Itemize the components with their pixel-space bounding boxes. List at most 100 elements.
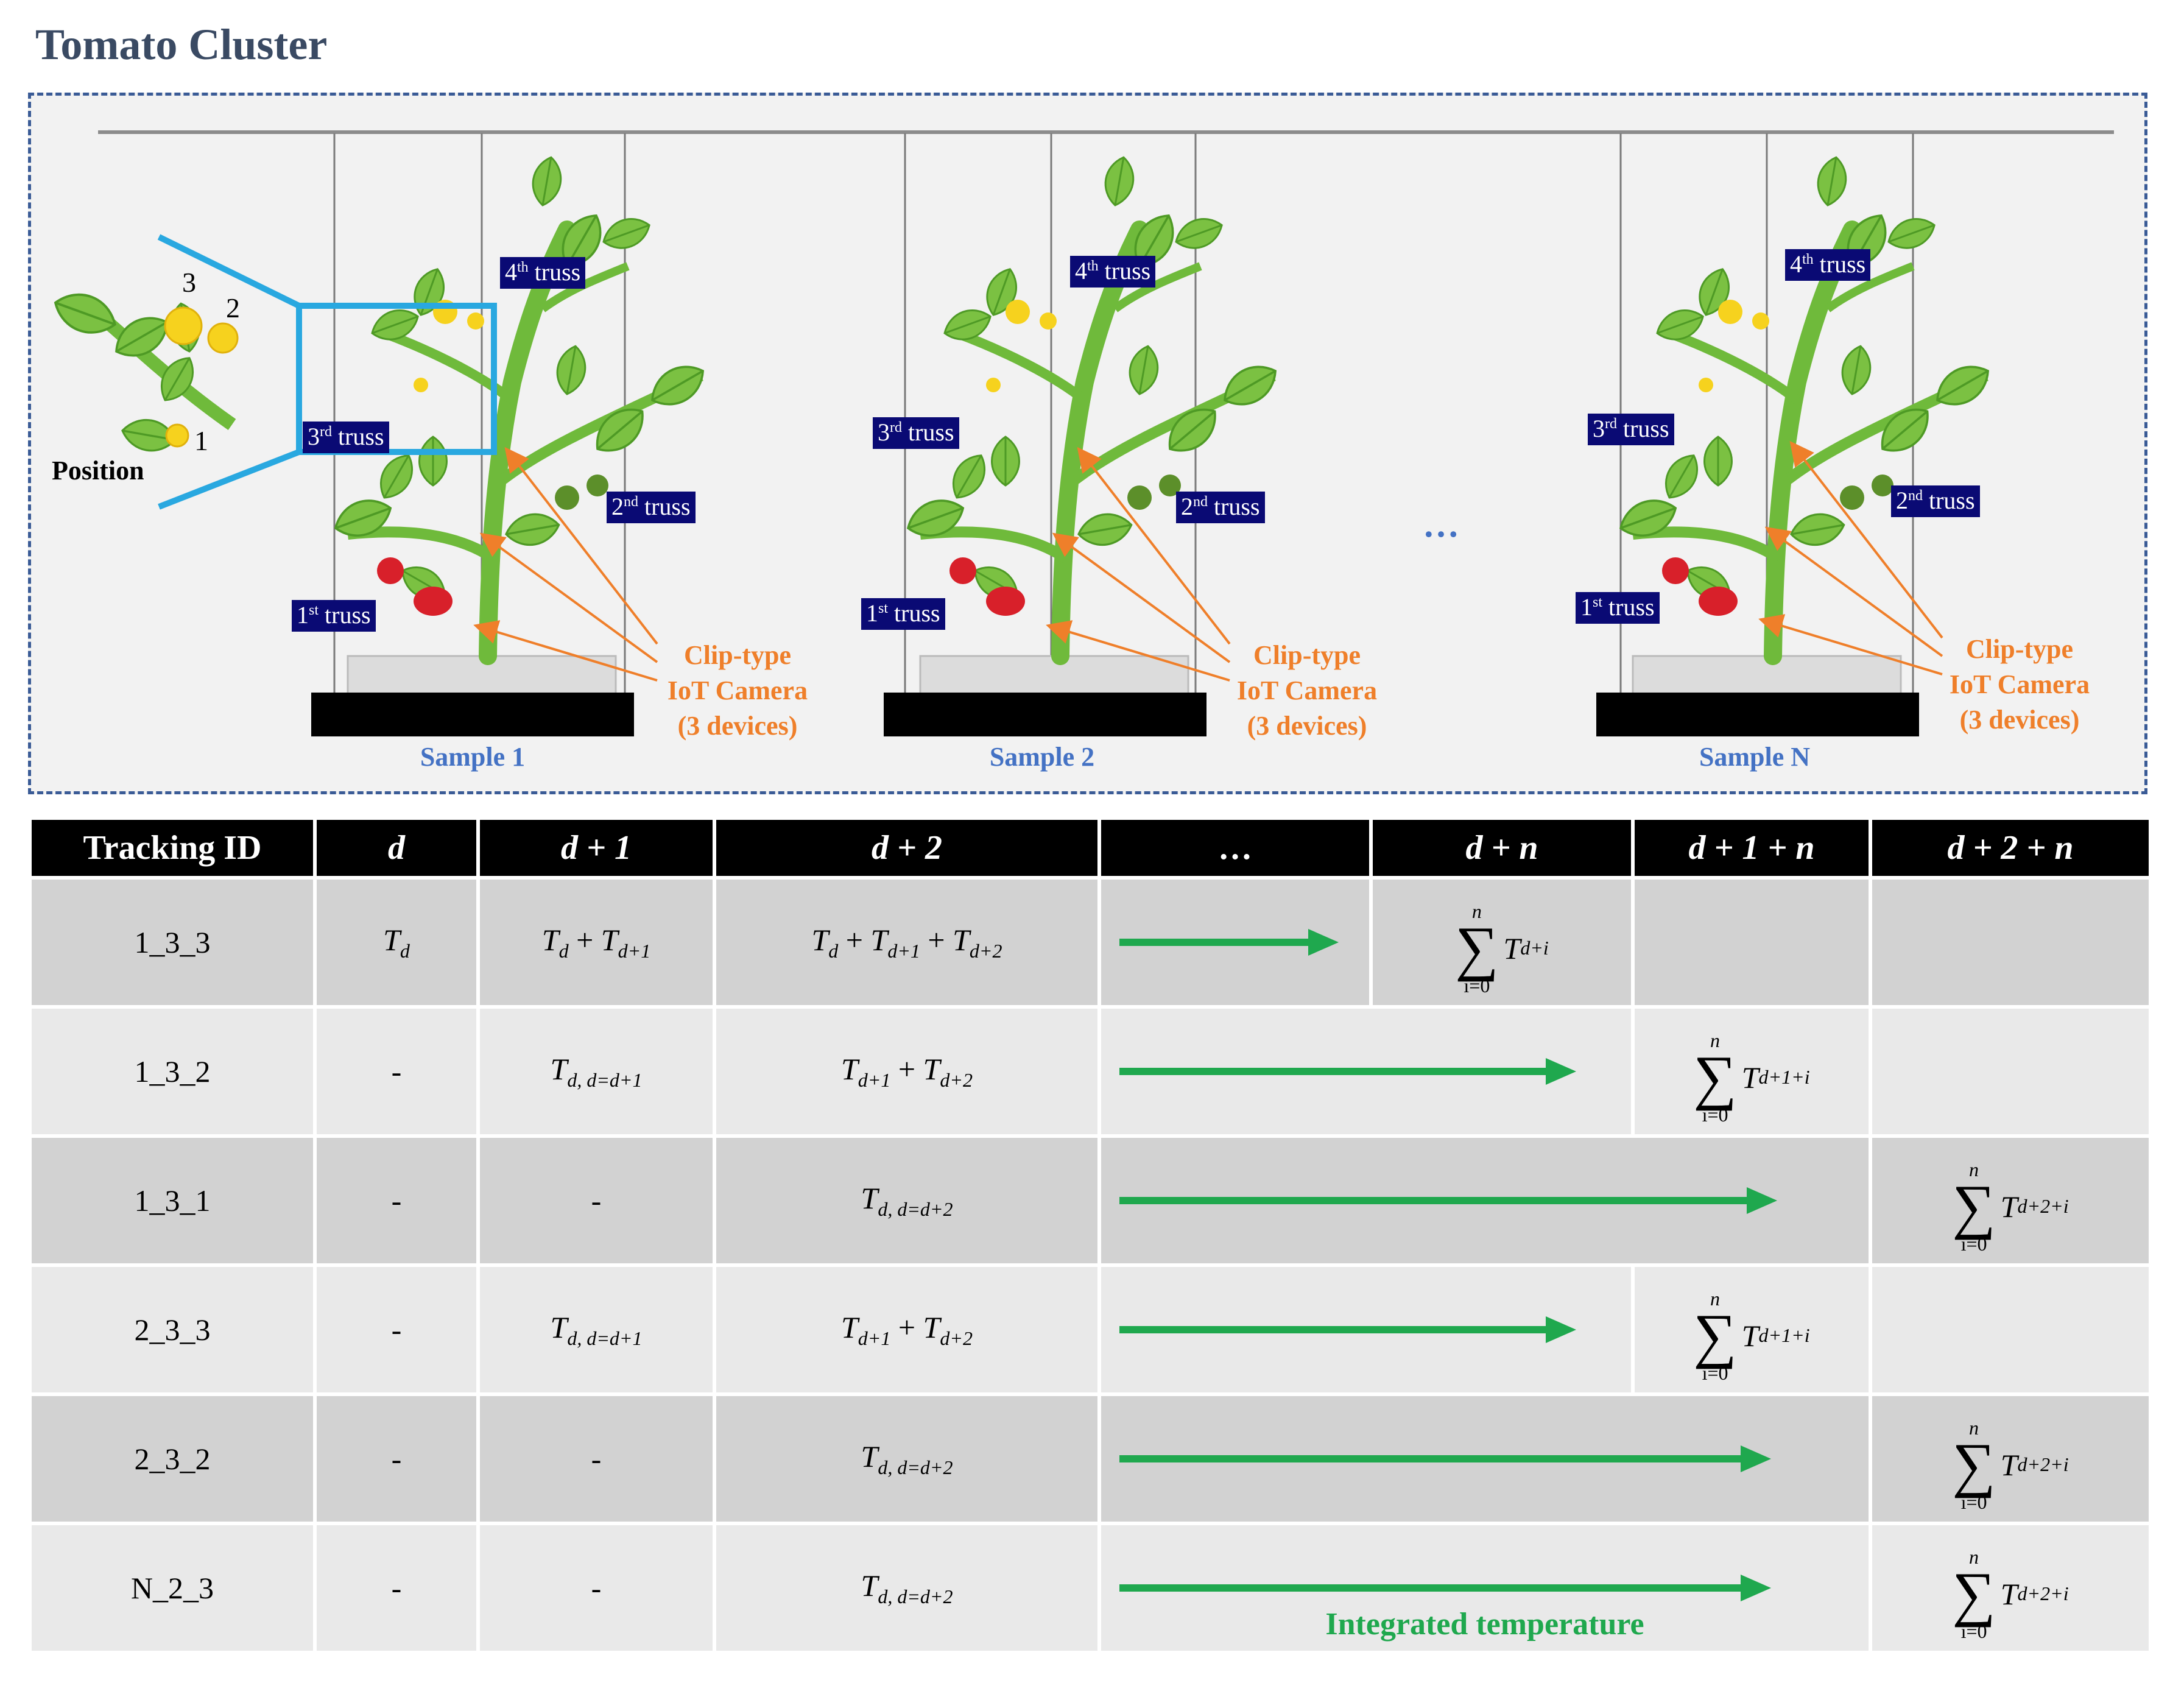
cell-d: - [317, 1009, 476, 1134]
arrow-cell [1101, 1396, 1869, 1522]
sample-label-1: Sample 1 [420, 742, 526, 772]
header-ellipsis: … [1101, 820, 1369, 876]
math-expression: Td [383, 923, 410, 962]
progress-arrow [1119, 1316, 1576, 1343]
progress-arrow [1119, 1187, 1777, 1214]
math-expression: Td, d=d+2 [861, 1181, 953, 1220]
arrow-cell [1101, 1267, 1631, 1392]
arrow-cell [1101, 1138, 1869, 1263]
math-expression: Td+1 + Td+2 [840, 1052, 973, 1091]
truss-label-1st: 1st truss [292, 600, 376, 632]
zoom-line-bottom [158, 449, 300, 510]
header-d-plus-1-plus-n: d + 1 + n [1635, 820, 1869, 876]
tracking-id-cell: N_2_3 [32, 1525, 313, 1651]
cell-d: - [317, 1138, 476, 1263]
position-number-3: 3 [182, 267, 196, 298]
arrow-cell [1101, 1009, 1631, 1134]
zoom-box [296, 303, 497, 455]
header-d-plus-n: d + n [1373, 820, 1631, 876]
progress-arrow [1119, 1445, 1771, 1472]
math-expression: - [591, 1571, 602, 1605]
truss-label-3rd: 3rd truss [873, 417, 959, 449]
zoom-line-top [157, 234, 301, 309]
tracking-id-cell: 1_3_1 [32, 1138, 313, 1263]
cell-col-7 [1872, 1267, 2149, 1392]
cell-d: Td [317, 880, 476, 1005]
page-title: Tomato Cluster [35, 20, 328, 69]
math-expression: Td+1 + Td+2 [840, 1310, 973, 1349]
tracking-id-cell: 1_3_2 [32, 1009, 313, 1134]
cell-d-plus-2: Td + Td+1 + Td+2 [716, 880, 1097, 1005]
header-d: d [317, 820, 476, 876]
math-expression: - [391, 1313, 402, 1347]
cell-d-plus-1: Td, d=d+1 [480, 1009, 713, 1134]
truss-label-4th: 4th truss [1785, 249, 1871, 281]
progress-arrow [1119, 929, 1339, 956]
tracking-id-cell: 2_3_3 [32, 1267, 313, 1392]
math-expression: - [391, 1184, 402, 1218]
truss-label-2nd: 2nd truss [1891, 485, 1980, 517]
position-number-2: 2 [226, 292, 240, 323]
cell-d-plus-2: Td, d=d+2 [716, 1525, 1097, 1651]
cell-d-plus-1: - [480, 1525, 713, 1651]
cell-d: - [317, 1267, 476, 1392]
math-expression: - [391, 1442, 402, 1476]
truss-label-2nd: 2nd truss [1176, 492, 1265, 523]
position-label: Position [52, 456, 144, 485]
cell-d-plus-2: Td, d=d+2 [716, 1396, 1097, 1522]
math-expression: - [391, 1571, 402, 1605]
math-expression: - [591, 1442, 602, 1476]
arrow-cell [1101, 880, 1369, 1005]
camera-arrows [473, 440, 1943, 682]
truss-label-4th: 4th truss [1070, 256, 1156, 288]
header-d-plus-2: d + 2 [716, 820, 1097, 876]
tracking-id-cell: 2_3_2 [32, 1396, 313, 1522]
header-tracking-id: Tracking ID [32, 820, 313, 876]
cell-d-plus-2: Td+1 + Td+2 [716, 1267, 1097, 1392]
cell-d-plus-1: - [480, 1138, 713, 1263]
math-expression: Td, d=d+2 [861, 1568, 953, 1607]
cell-col-7 [1872, 1009, 2149, 1134]
header-d-plus-1: d + 1 [480, 820, 713, 876]
math-expression: - [591, 1184, 602, 1218]
cell-d-plus-2: Td, d=d+2 [716, 1138, 1097, 1263]
header-d-plus-2-plus-n: d + 2 + n [1872, 820, 2149, 876]
truss-label-3rd: 3rd truss [1588, 414, 1674, 445]
truss-label-2nd: 2nd truss [607, 492, 696, 523]
progress-arrow [1119, 1575, 1771, 1601]
zoomed-cluster [48, 284, 239, 456]
math-expression: Td, d=d+1 [550, 1052, 643, 1091]
tracking-table: Tracking ID d d + 1 d + 2 … d + n d + 1 … [28, 816, 2152, 1654]
diagram-drawing [48, 130, 2114, 797]
cell-d: - [317, 1396, 476, 1522]
greenhouse-diagram: 3 2 1 Position 4th truss 3rd truss 2nd t… [28, 93, 2147, 794]
position-number-1: 1 [194, 425, 208, 456]
cell-col-7 [1872, 880, 2149, 1005]
tracking-id-cell: 1_3_3 [32, 880, 313, 1005]
progress-arrow [1119, 1058, 1576, 1085]
cell-d-plus-1: Td, d=d+1 [480, 1267, 713, 1392]
math-expression: Td + Td+1 + Td+2 [811, 923, 1002, 962]
samples-ellipsis: … [1423, 504, 1459, 545]
cell-d-plus-1: - [480, 1396, 713, 1522]
arrow-cell: Integrated temperature [1101, 1525, 1869, 1651]
integrated-temperature-caption: Integrated temperature [1325, 1607, 1644, 1642]
